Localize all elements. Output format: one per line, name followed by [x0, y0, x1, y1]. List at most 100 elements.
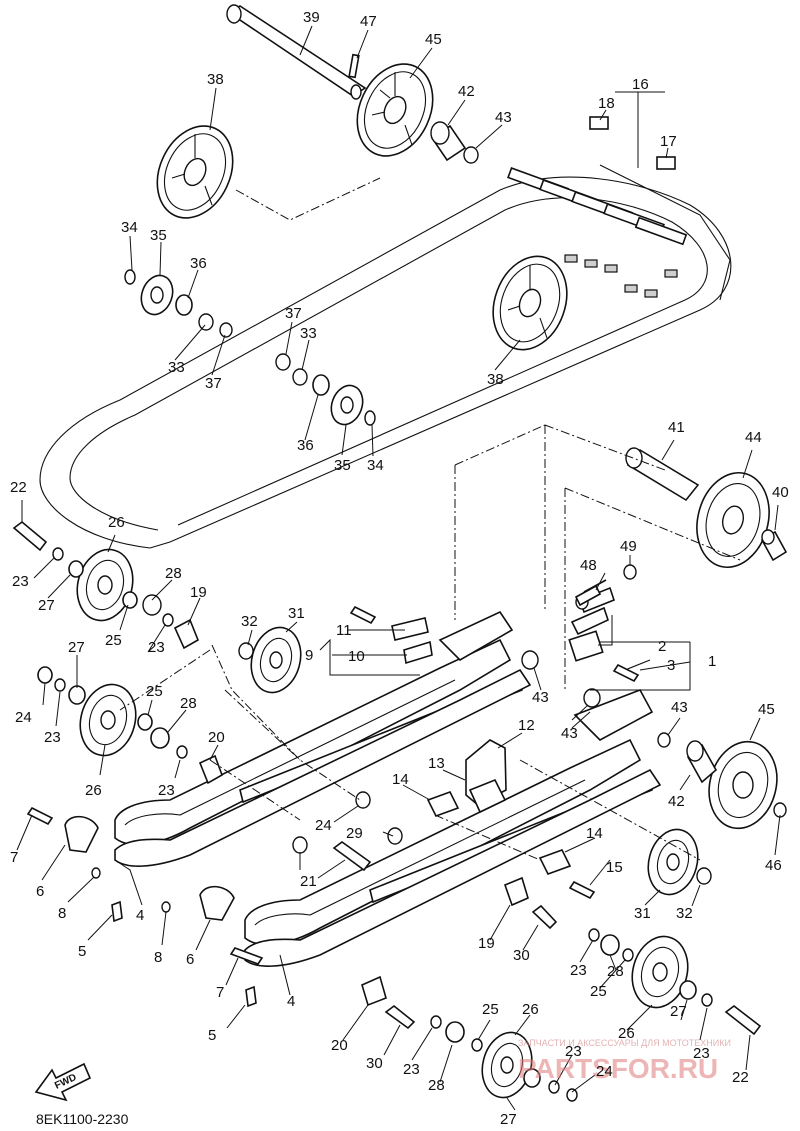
callout-31: 31 — [288, 605, 305, 622]
callout-46: 46 — [765, 857, 782, 874]
callout-12: 12 — [518, 717, 535, 734]
callout-23g: 23 — [565, 1043, 582, 1060]
track-clips — [589, 116, 676, 170]
callout-3: 3 — [667, 657, 675, 674]
callout-16: 16 — [632, 76, 649, 93]
callout-27c: 27 — [670, 1003, 687, 1020]
callout-26: 26 — [108, 514, 125, 531]
callout-43c: 43 — [561, 725, 578, 742]
wheel-38-left — [156, 125, 234, 219]
callout-17: 17 — [660, 133, 677, 150]
leader-lines — [16, 25, 781, 1111]
wheel-44 — [696, 471, 770, 569]
brackets-and-blocks — [64, 617, 572, 1007]
callout-7: 7 — [10, 849, 18, 866]
collar-40 — [760, 529, 788, 562]
callout-30b: 30 — [366, 1055, 383, 1072]
slide-rail-left — [114, 610, 532, 867]
callout-34: 34 — [121, 219, 138, 236]
callout-14b: 14 — [586, 825, 603, 842]
track-cleats — [507, 167, 688, 298]
callout-6: 6 — [36, 883, 44, 900]
callout-28: 28 — [165, 565, 182, 582]
callout-23f: 23 — [693, 1045, 710, 1062]
callout-26d: 26 — [618, 1025, 635, 1042]
callout-43d: 43 — [671, 699, 688, 716]
spacer-42-top — [430, 121, 479, 164]
callout-9: 9 — [305, 647, 313, 664]
callout-4b: 4 — [287, 993, 295, 1010]
callout-25d: 25 — [482, 1001, 499, 1018]
bracket-group — [568, 564, 651, 673]
callout-29: 29 — [346, 825, 363, 842]
callout-13: 13 — [428, 755, 445, 772]
callout-23b: 23 — [148, 639, 165, 656]
callout-27: 27 — [38, 597, 55, 614]
rear-axle-shaft — [226, 4, 367, 100]
callout-47: 47 — [360, 13, 377, 30]
callout-43b: 43 — [532, 689, 549, 706]
callout-45: 45 — [425, 31, 442, 48]
callout-33: 33 — [300, 325, 317, 342]
callout-25c: 25 — [590, 983, 607, 1000]
callout-20b: 20 — [331, 1037, 348, 1054]
small-parts-right — [430, 928, 713, 1102]
callout-27d: 27 — [500, 1111, 517, 1128]
callout-18: 18 — [598, 95, 615, 112]
track-belt — [39, 164, 732, 549]
callout-39: 39 — [303, 9, 320, 26]
wheel-31-left — [238, 626, 302, 694]
callout-28c: 28 — [607, 963, 624, 980]
callout-42: 42 — [458, 83, 475, 100]
wheel-26-bottom — [481, 1031, 533, 1099]
wheel-26-lower-right — [631, 935, 689, 1009]
bearing-group-left — [124, 269, 233, 338]
callout-23: 23 — [12, 573, 29, 590]
callout-23d: 23 — [158, 782, 175, 799]
callout-38: 38 — [207, 71, 224, 88]
callout-23h: 23 — [403, 1061, 420, 1078]
callout-37b: 37 — [205, 375, 222, 392]
callout-38b: 38 — [487, 371, 504, 388]
callout-7b: 7 — [216, 984, 224, 1001]
callout-15: 15 — [606, 859, 623, 876]
wheel-26-lower-left — [79, 683, 137, 757]
callout-41: 41 — [668, 419, 685, 436]
callout-23c: 23 — [44, 729, 61, 746]
callout-19b: 19 — [478, 935, 495, 952]
callout-8b: 8 — [154, 949, 162, 966]
callout-33b: 33 — [168, 359, 185, 376]
callout-49: 49 — [620, 538, 637, 555]
callout-31b: 31 — [634, 905, 651, 922]
callout-34b: 34 — [367, 457, 384, 474]
shaft-41 — [625, 447, 700, 502]
bearing-group-center — [275, 353, 376, 426]
fwd-arrow-icon: FWD — [34, 1062, 92, 1102]
callout-26c: 26 — [522, 1001, 539, 1018]
callout-5: 5 — [78, 943, 86, 960]
small-parts-left — [37, 547, 601, 913]
callout-8: 8 — [58, 905, 66, 922]
callout-44: 44 — [745, 429, 762, 446]
callout-42b: 42 — [668, 793, 685, 810]
spacer-42-right — [657, 732, 718, 784]
callout-23e: 23 — [570, 962, 587, 979]
callout-2: 2 — [658, 638, 666, 655]
watermark-subtext: ЗАПЧАСТИ И АКСЕССУАРЫ ДЛЯ МОТОТЕХНИКИ — [518, 1038, 731, 1048]
diagram-code: 8EK1100-2230 — [36, 1111, 129, 1127]
callout-43: 43 — [495, 109, 512, 126]
callout-22: 22 — [10, 479, 27, 496]
callout-37: 37 — [285, 305, 302, 322]
callout-20: 20 — [208, 729, 225, 746]
callout-32: 32 — [241, 613, 258, 630]
wheel-38-center — [492, 255, 568, 351]
watermark: ЗАПЧАСТИ И АКСЕССУАРЫ ДЛЯ МОТОТЕХНИКИ PA… — [518, 1038, 731, 1084]
callout-24: 24 — [15, 709, 32, 726]
watermark-text: PARTSFOR.RU — [518, 1053, 718, 1084]
callout-35b: 35 — [334, 457, 351, 474]
callout-28b: 28 — [180, 695, 197, 712]
bolts — [12, 520, 762, 1036]
callout-14: 14 — [392, 771, 409, 788]
callout-48: 48 — [580, 557, 597, 574]
